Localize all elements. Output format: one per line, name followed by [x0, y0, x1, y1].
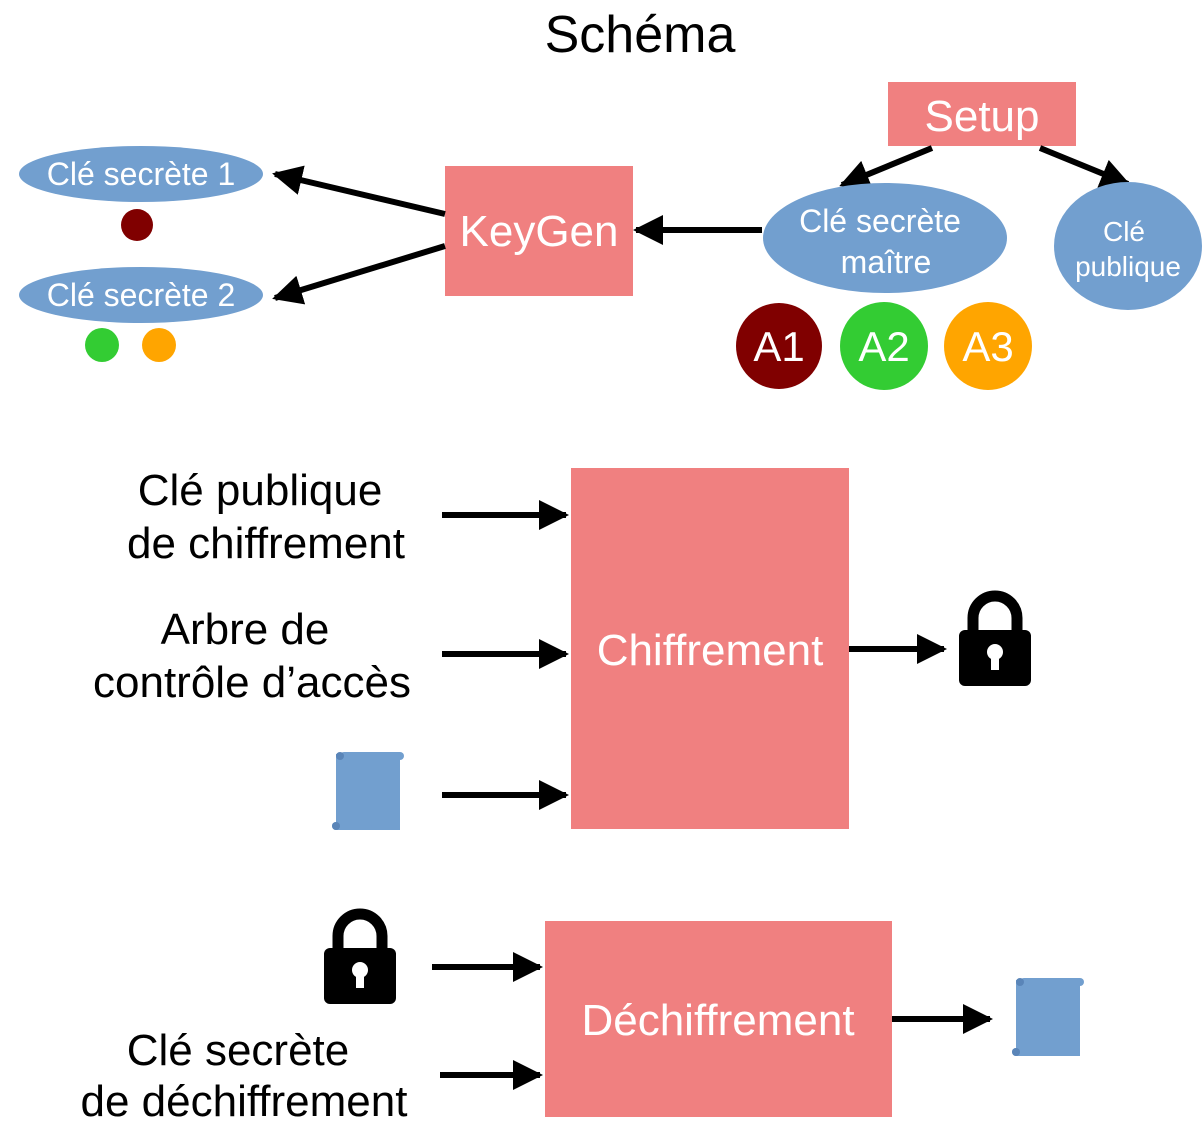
- secret-key-1-ellipse: [19, 146, 263, 202]
- document-icon: [1012, 978, 1084, 1056]
- master-key-line2: maître: [841, 244, 932, 280]
- keygen-box: [445, 166, 633, 296]
- attribute-a1-label: A1: [753, 323, 804, 370]
- attribute-a3-circle: [944, 302, 1032, 390]
- attribute-a2-circle: [840, 302, 928, 390]
- enc-input-tree-line1: Arbre de: [161, 605, 330, 654]
- decryption-label: Déchiffrement: [581, 996, 854, 1045]
- arrow-keygen-to-secret-key-1: [272, 165, 446, 217]
- master-key-line1: Clé secrète: [799, 203, 961, 239]
- secret-key-2-label: Clé secrète 2: [47, 277, 236, 313]
- enc-input-tree-line2: contrôle d’accès: [93, 658, 411, 707]
- decryption-box: [545, 921, 892, 1117]
- arrow-setup-to-public-key: [1038, 145, 1131, 188]
- public-key-line1: Clé: [1103, 216, 1145, 247]
- attribute-a2-label: A2: [858, 323, 909, 370]
- attribute-a1-circle: [736, 303, 822, 389]
- attribute-a3-label: A3: [962, 323, 1013, 370]
- encryption-label: Chiffrement: [597, 626, 824, 675]
- secret-key-2-ellipse: [19, 267, 263, 323]
- encryption-box: [571, 468, 849, 829]
- dec-input-secret-key-line1: Clé secrète: [127, 1026, 350, 1075]
- secret-key-1-label: Clé secrète 1: [47, 156, 236, 192]
- page-title: Schéma: [545, 6, 736, 64]
- public-key-ellipse: [1054, 182, 1202, 310]
- keygen-label: KeyGen: [460, 207, 619, 256]
- lock-icon: [959, 596, 1031, 686]
- setup-label: Setup: [925, 92, 1040, 141]
- lock-icon: [324, 914, 396, 1004]
- enc-input-public-key-line2: de chiffrement: [127, 519, 405, 568]
- secret-key-1-attribute-dot: [121, 209, 153, 241]
- document-icon: [332, 752, 404, 830]
- dec-input-secret-key-line2: de déchiffrement: [81, 1077, 408, 1122]
- public-key-line2: publique: [1075, 251, 1181, 282]
- enc-input-public-key-line1: Clé publique: [138, 466, 383, 515]
- secret-key-2-attribute-dot-green: [85, 328, 119, 362]
- master-key-ellipse: [763, 183, 1007, 293]
- setup-box: [888, 82, 1076, 146]
- secret-key-2-attribute-dot-orange: [142, 328, 176, 362]
- arrow-setup-to-master-key: [839, 145, 934, 189]
- arrow-keygen-to-secret-key-2: [272, 243, 446, 305]
